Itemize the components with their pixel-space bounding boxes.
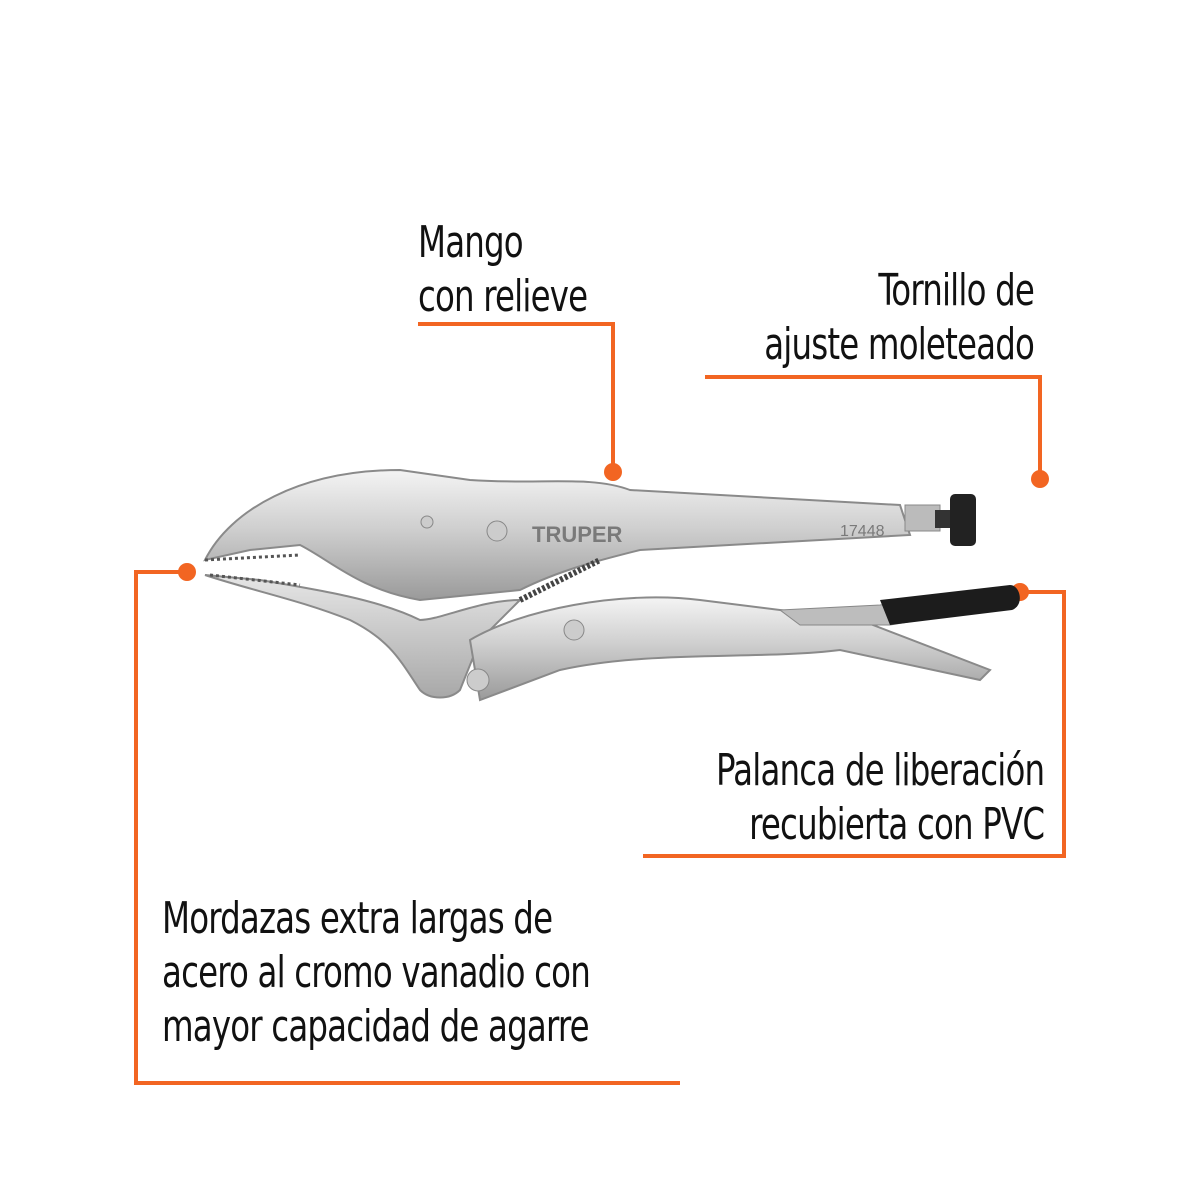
callout-dot-mordazas: [178, 563, 196, 581]
callout-line: recubierta con PVC: [748, 799, 1045, 850]
leader-line-tornillo-h: [705, 375, 1042, 379]
leader-line-mordazas-v: [134, 570, 138, 1085]
callout-line: acero al cromo vanadio con: [162, 947, 591, 998]
knurled-screw-icon: [950, 494, 976, 546]
callout-tornillo-label: Tornillo de ajuste moleteado: [764, 264, 1035, 372]
brand-mark: TRUPER: [532, 522, 623, 547]
callout-dot-mango: [604, 463, 622, 481]
callout-line: Palanca de liberación: [715, 745, 1045, 796]
callout-line: ajuste moleteado: [764, 319, 1035, 370]
leader-line-palanca-h: [643, 854, 1066, 858]
callout-mango-label: Mango con relieve: [418, 216, 588, 324]
callout-line: Mango: [418, 217, 524, 268]
callout-line: con relieve: [418, 271, 588, 322]
callout-mordazas-label: Mordazas extra largas de acero al cromo …: [162, 892, 591, 1054]
callout-dot-tornillo: [1031, 470, 1049, 488]
leader-line-palanca-v: [1062, 590, 1066, 858]
leader-line-tornillo-v: [1038, 375, 1042, 475]
leader-line-mango-h: [418, 322, 614, 326]
callout-line: Mordazas extra largas de: [162, 893, 553, 944]
callout-line: mayor capacidad de agarre: [162, 1001, 590, 1052]
pvc-lever-grip-icon: [880, 585, 1020, 625]
leader-line-mango-v: [611, 322, 615, 472]
leader-line-mordazas-h-top: [134, 570, 190, 574]
callout-palanca-label: Palanca de liberación recubierta con PVC: [715, 744, 1045, 852]
model-number: 17448: [840, 523, 885, 540]
leader-line-mordazas-h: [134, 1081, 680, 1085]
callout-dot-palanca: [1011, 583, 1029, 601]
leader-line-palanca-h-top: [1020, 590, 1066, 594]
callout-line: Tornillo de: [878, 265, 1034, 316]
